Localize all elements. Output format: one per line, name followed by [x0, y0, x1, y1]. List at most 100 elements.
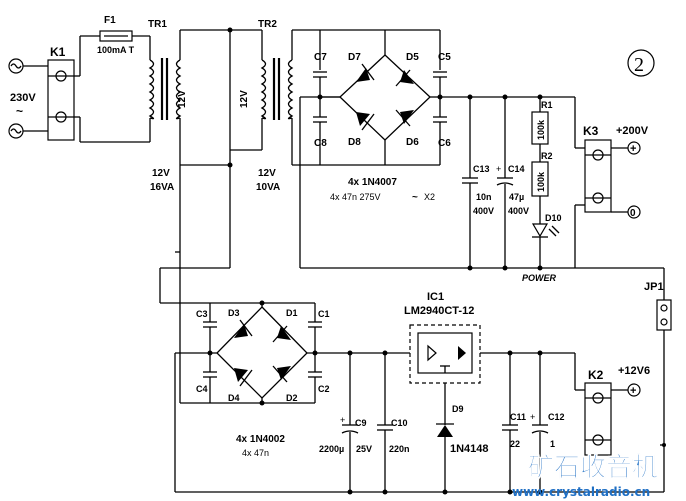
- c14-ref: C14: [508, 164, 525, 174]
- c4-label: C4: [196, 384, 208, 394]
- capacitor-c11: C11 22: [502, 353, 526, 492]
- hv-output-k3: + 0 K3 +200V: [574, 97, 649, 268]
- svg-text:+: +: [496, 164, 501, 174]
- hv-snubber-caps: C7 C5 C8 C6: [313, 29, 451, 166]
- capacitor-c12: + C12 1: [530, 353, 565, 492]
- diode-d6: [400, 110, 414, 124]
- tr2-primary-coil: [260, 59, 267, 120]
- power-led-caption: POWER: [522, 273, 557, 283]
- mains-input: K1 230V ~: [8, 45, 75, 141]
- k2-label: K2: [588, 368, 604, 382]
- c14-value: 47µ: [509, 192, 524, 202]
- fuse-ref-label: F1: [104, 15, 116, 26]
- diode-d7: [356, 68, 370, 82]
- transformer-tr2: TR2 12V 12V 10VA: [230, 19, 294, 193]
- jumper-jp1: JP1: [575, 267, 672, 492]
- plus200-terminal: [627, 141, 641, 155]
- c14-voltage: 400V: [508, 206, 529, 216]
- c1-label: C1: [318, 309, 330, 319]
- fuse-rating-label: 100mA T: [97, 45, 135, 55]
- tr1-out-va: 16VA: [150, 182, 174, 193]
- capacitor-c10: C10 220n: [377, 353, 410, 492]
- diode-d9: D9 1N4148: [436, 383, 489, 492]
- tr1-primary-coil: [148, 59, 155, 120]
- c13-ref: C13: [473, 164, 490, 174]
- d8-label: D8: [348, 137, 361, 148]
- tr2-primary-label: 12V: [239, 90, 250, 108]
- tr2-out-voltage: 12V: [258, 168, 276, 179]
- svg-text:+: +: [630, 385, 636, 397]
- watermark-url: www.crystalradio.cn: [512, 485, 650, 499]
- diode-d1: [277, 326, 291, 340]
- hv-cap-note: 4x 47n 275V: [330, 192, 381, 202]
- ic1-part: LM2940CT-12: [404, 305, 474, 317]
- mains-sine-top: [10, 63, 22, 69]
- hv-indicator-chain: 100k R1 100k R2 D10 POWER: [522, 97, 562, 283]
- r2-ref: R2: [541, 151, 553, 161]
- hv-bridge-diamond: [339, 54, 431, 141]
- svg-text:+: +: [530, 412, 535, 422]
- mains-voltage-label: 230V: [10, 92, 36, 104]
- figure-number: 2: [634, 54, 644, 76]
- lv-cap-note: 4x 47n: [242, 448, 269, 458]
- c10-value: 220n: [389, 444, 410, 454]
- c13-voltage: 400V: [473, 206, 494, 216]
- d10-label: D10: [545, 213, 562, 223]
- c10-ref: C10: [391, 418, 408, 428]
- k1-label: K1: [50, 45, 66, 59]
- diode-d2: [277, 366, 291, 380]
- c13-value: 10n: [476, 192, 492, 202]
- hv-cap-tilde: ~: [412, 192, 418, 203]
- c6-label: C6: [438, 138, 451, 149]
- d1-label: D1: [286, 308, 298, 318]
- diode-d3: [234, 324, 248, 338]
- svg-text:+: +: [340, 415, 345, 425]
- zero-label: 0: [630, 208, 636, 219]
- tr2-ref-label: TR2: [258, 19, 277, 30]
- c8-label: C8: [314, 138, 327, 149]
- tr1-out-voltage: 12V: [152, 168, 170, 179]
- diode-d5: [400, 70, 414, 84]
- c12-ref: C12: [548, 412, 565, 422]
- d4-label: D4: [228, 393, 240, 403]
- c9-voltage: 25V: [356, 444, 372, 454]
- c12-value: 1: [550, 439, 555, 449]
- d2-label: D2: [286, 393, 298, 403]
- lv-output-k2: + K2 +12V6: [574, 353, 650, 456]
- diode-d8: [356, 112, 370, 126]
- k3-label: K3: [583, 124, 599, 138]
- r2-value: 100k: [536, 171, 546, 192]
- d9-ref: D9: [452, 404, 464, 414]
- diode-d4: [234, 368, 248, 382]
- lv-bridge-rectifier: D3 D1 D4 D2: [216, 306, 308, 403]
- tr2-secondary-coil: [287, 59, 294, 120]
- lv-snubber-caps: C3 C1 C4 C2: [180, 302, 330, 404]
- d9-part: 1N4148: [450, 443, 489, 455]
- zero-terminal: [627, 205, 641, 219]
- r1-value: 100k: [536, 119, 546, 140]
- watermark-logo-text: 矿石收音机: [528, 452, 658, 483]
- capacitor-c14: + C14 47µ 400V: [496, 97, 529, 268]
- tr1-secondary-coil: [175, 59, 182, 120]
- capacitor-c9: + C9 2200µ 25V: [319, 353, 372, 492]
- d7-label: D7: [348, 52, 361, 63]
- plus12-label: +12V6: [618, 365, 650, 377]
- c11-ref: C11: [510, 412, 526, 422]
- led-d10: [531, 223, 549, 238]
- d3-label: D3: [228, 308, 240, 318]
- c11-value: 22: [510, 439, 520, 449]
- capacitor-c13: C13 10n 400V: [462, 97, 494, 268]
- d6-label: D6: [406, 137, 419, 148]
- tr1-ref-label: TR1: [148, 19, 167, 30]
- tr2-out-va: 10VA: [256, 182, 280, 193]
- r1-ref: R1: [541, 100, 553, 110]
- plus200-label: +200V: [616, 125, 649, 137]
- d5-label: D5: [406, 52, 419, 63]
- svg-text:+: +: [630, 143, 636, 155]
- c3-label: C3: [196, 309, 208, 319]
- mains-tilde-label: ~: [16, 104, 23, 118]
- ic1-ref: IC1: [427, 291, 444, 303]
- mains-sine-bottom: [10, 128, 22, 134]
- jp1-label: JP1: [644, 281, 664, 293]
- c2-label: C2: [318, 384, 330, 394]
